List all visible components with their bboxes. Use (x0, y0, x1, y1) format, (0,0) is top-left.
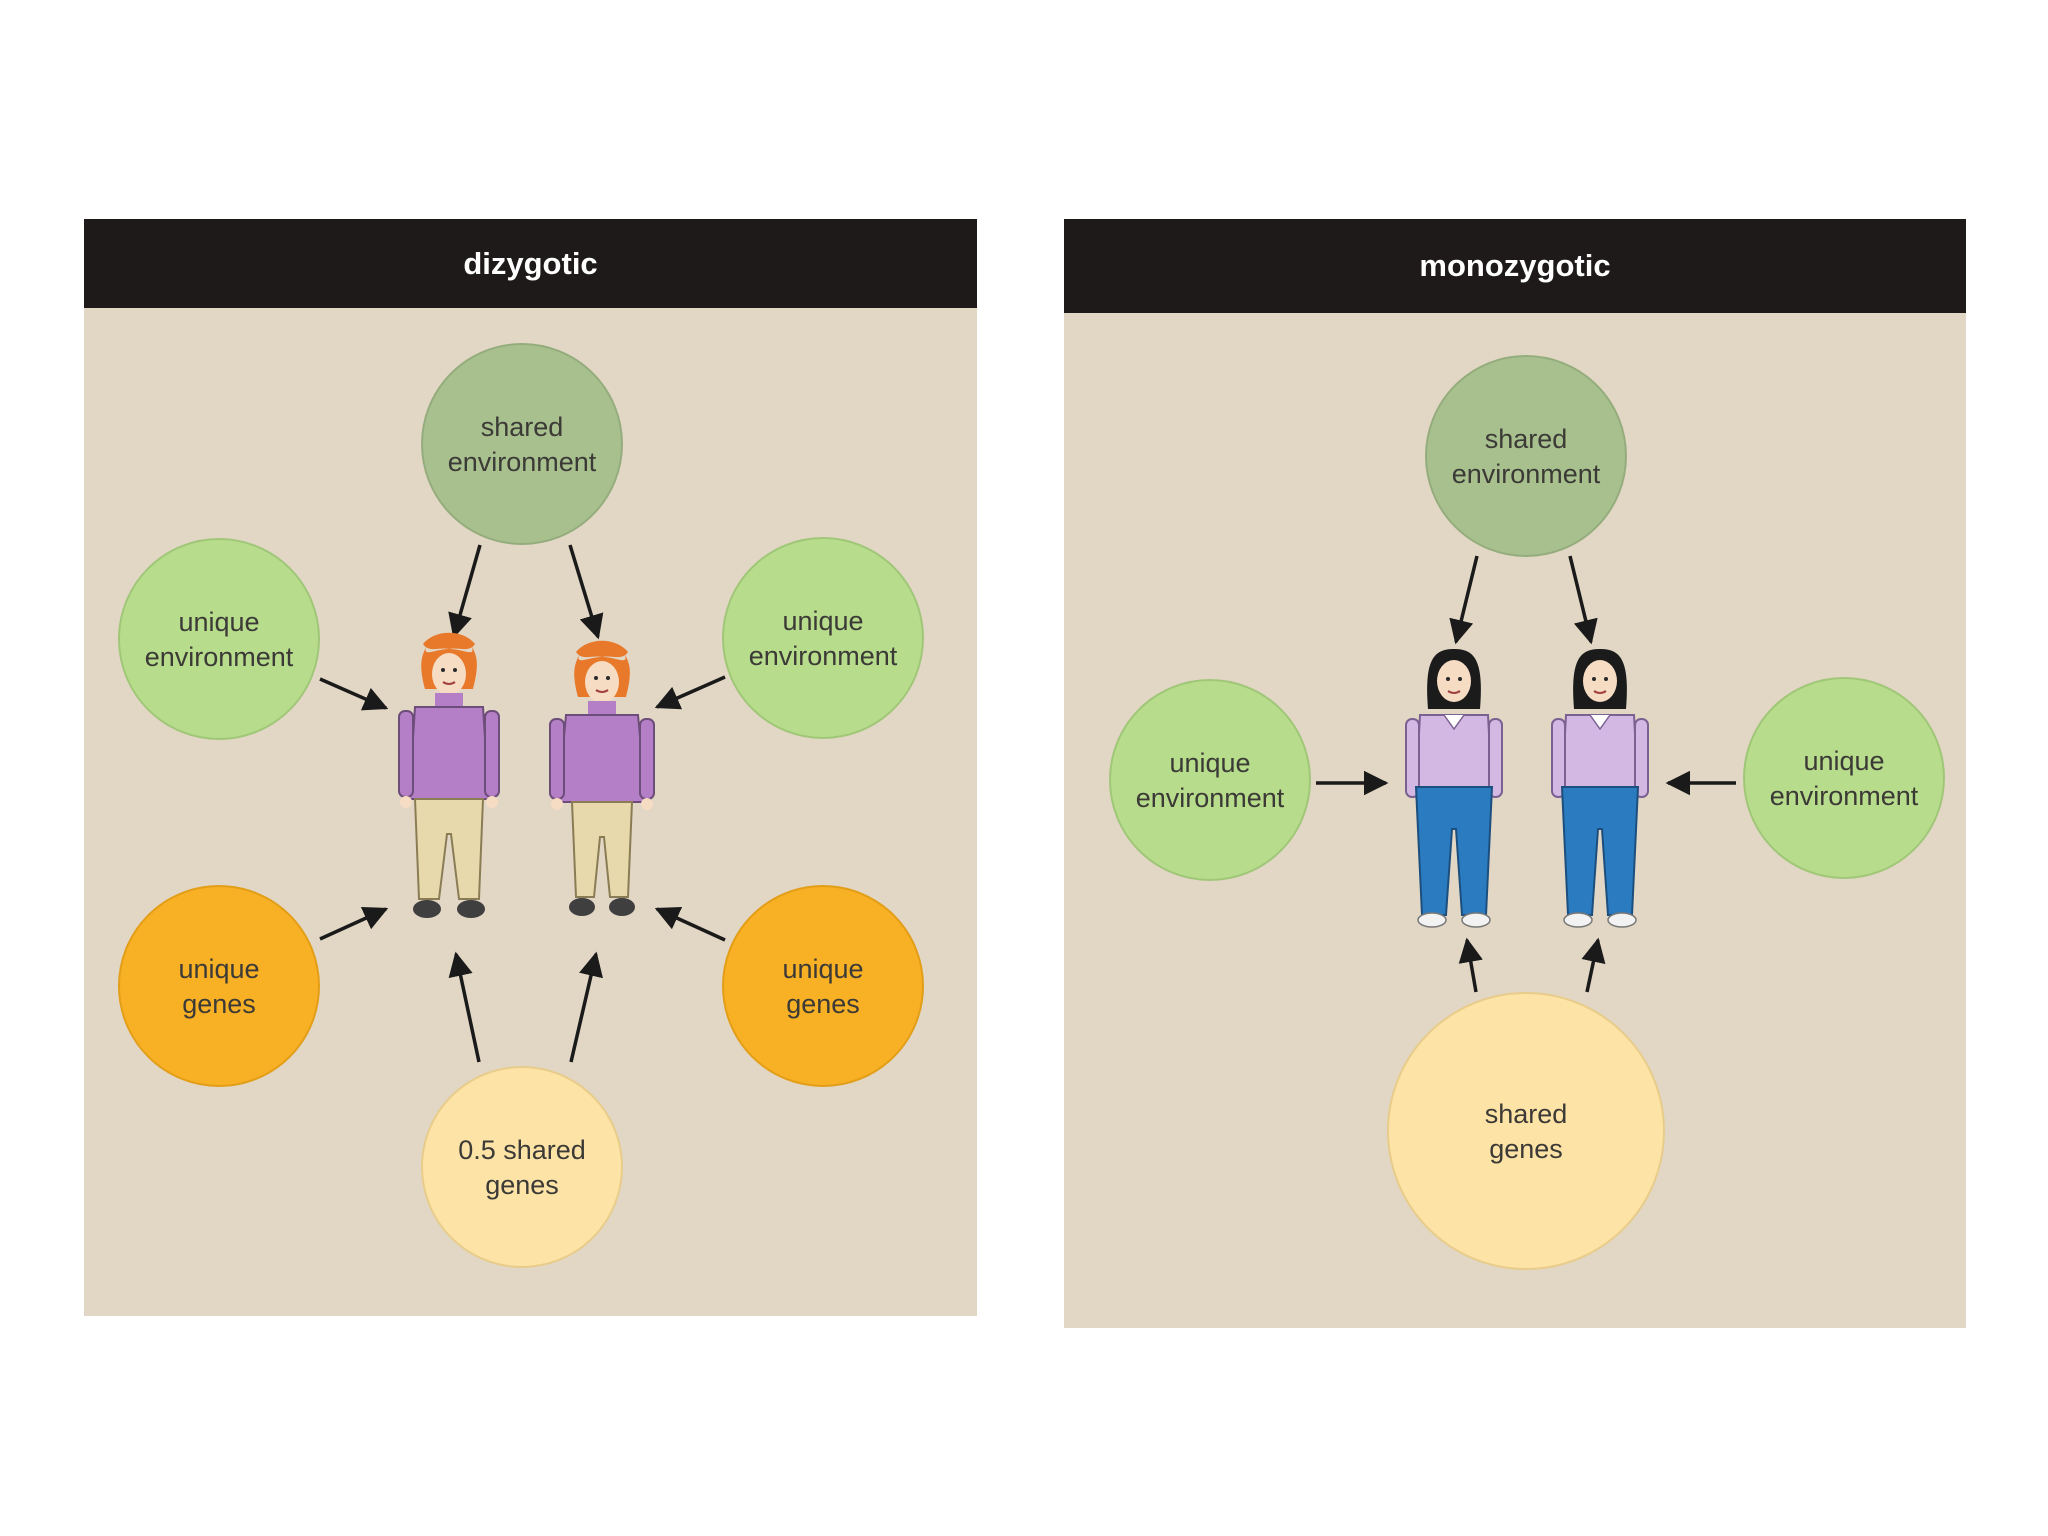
unique-environment-left-node: unique environment (1109, 679, 1311, 881)
unique-genes-left-label-line2: genes (182, 989, 256, 1019)
red-haired-girl-figure-icon (549, 640, 655, 916)
unique-environment-left-label-line2: environment (145, 642, 294, 672)
arrow-shared-env-to-twin-right (1568, 555, 1598, 645)
dark-haired-girl-figure-icon (1405, 649, 1503, 928)
monozygotic-header: monozygotic (1064, 219, 1966, 313)
shared-genes-node: shared genes (1387, 992, 1665, 1270)
unique-environment-right-node: unique environment (1743, 677, 1945, 879)
arrow-shared-env-to-twin-right (568, 544, 604, 640)
shared-environment-label-line1: shared (481, 412, 564, 442)
dark-haired-girl-figure-icon (1551, 649, 1649, 928)
dizygotic-title: dizygotic (463, 245, 598, 281)
dizygotic-diagram: shared environment unique environment un… (118, 343, 924, 1268)
arrow-unique-genes-left-to-twin (319, 906, 389, 941)
unique-genes-left-node: unique genes (118, 885, 320, 1087)
unique-environment-right-label-line2: environment (1770, 781, 1919, 811)
unique-genes-right-label-line2: genes (786, 989, 860, 1019)
shared-environment-node: shared environment (1425, 355, 1627, 557)
red-haired-girl-figure-icon (398, 632, 500, 918)
arrow-shared-genes-to-twin-left (1458, 937, 1483, 993)
unique-environment-right-label-line1: unique (782, 606, 863, 636)
unique-environment-left-node: unique environment (118, 538, 320, 740)
arrow-shared-env-to-twin-left (448, 544, 482, 639)
dizygotic-panel: shared environment unique environment un… (84, 219, 977, 1316)
unique-environment-left-label-line1: unique (178, 607, 259, 637)
unique-environment-left-label-line1: unique (1169, 748, 1250, 778)
arrow-shared-genes-to-twin-left (448, 951, 481, 1063)
shared-genes-label-line2: genes (1489, 1134, 1563, 1164)
arrow-unique-env-right-to-twin (654, 675, 726, 710)
unique-environment-right-node: unique environment (722, 537, 924, 739)
shared-genes-label-line1: shared (1485, 1099, 1568, 1129)
arrow-shared-env-to-twin-left (1449, 555, 1479, 645)
monozygotic-title: monozygotic (1419, 248, 1611, 283)
shared-genes-node: 0.5 shared genes (421, 1066, 623, 1268)
monozygotic-diagram: shared environment unique environment un… (1109, 355, 1945, 1270)
arrow-unique-env-left-to-twin (319, 677, 389, 711)
arrow-shared-genes-to-twin-right (1581, 937, 1606, 993)
shared-genes-label-line2: genes (485, 1170, 559, 1200)
shared-genes-label-line1: 0.5 shared (458, 1135, 586, 1165)
shared-environment-node: shared environment (421, 343, 623, 545)
monozygotic-panel: shared environment unique environment un… (1064, 219, 1966, 1328)
arrow-unique-genes-right-to-twin (654, 907, 726, 942)
shared-environment-label-line1: shared (1485, 424, 1568, 454)
shared-environment-label-line2: environment (448, 447, 597, 477)
unique-environment-left-label-line2: environment (1136, 783, 1285, 813)
influence-arrows (1316, 555, 1736, 993)
unique-genes-left-label-line1: unique (178, 954, 259, 984)
influence-arrows (319, 544, 726, 1063)
dizygotic-header: dizygotic (84, 219, 977, 308)
unique-genes-right-node: unique genes (722, 885, 924, 1087)
unique-environment-right-label-line2: environment (749, 641, 898, 671)
unique-environment-right-label-line1: unique (1803, 746, 1884, 776)
arrow-shared-genes-to-twin-right (569, 951, 603, 1063)
unique-genes-right-label-line1: unique (782, 954, 863, 984)
shared-environment-label-line2: environment (1452, 459, 1601, 489)
